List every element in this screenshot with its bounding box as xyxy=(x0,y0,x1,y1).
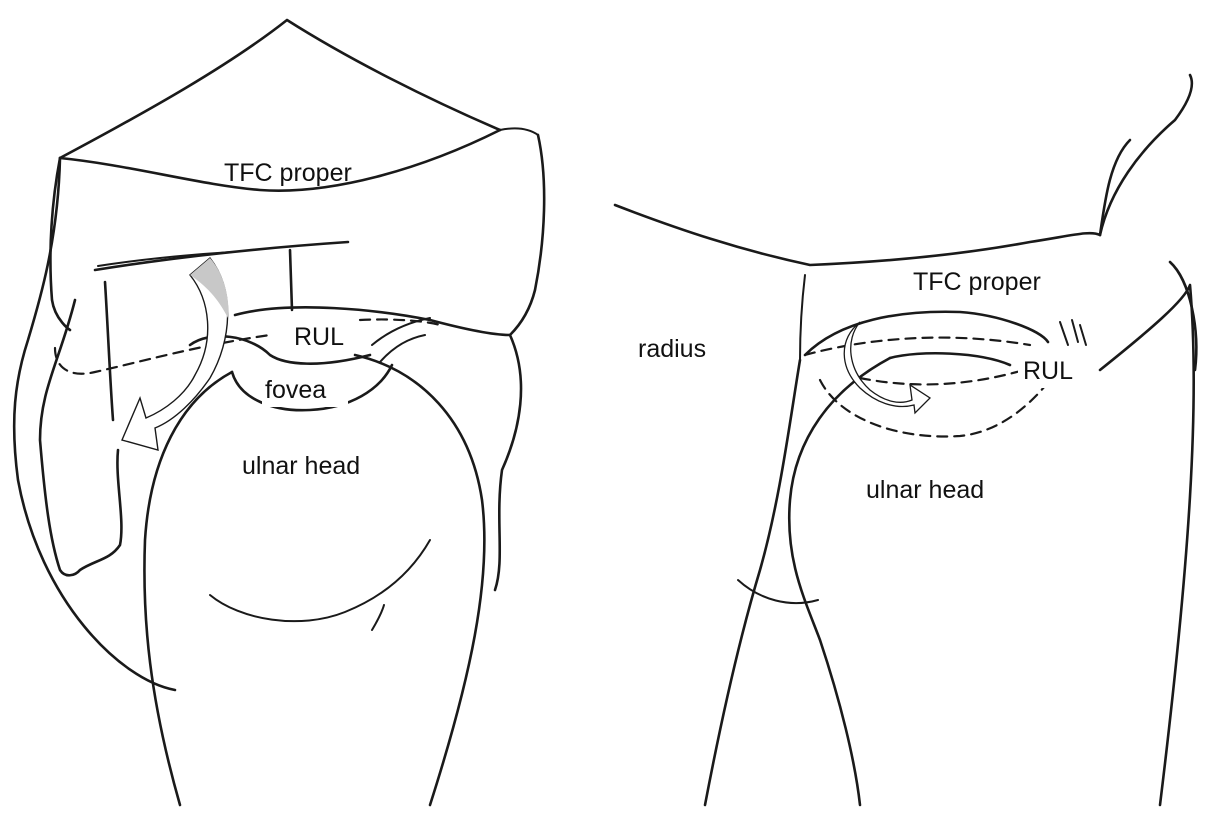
tfc-box-right xyxy=(510,135,544,335)
radius-top-outline xyxy=(615,205,1100,265)
radius-outer-contour xyxy=(705,360,800,805)
upper-right-contour xyxy=(1100,75,1192,235)
label-rul-left: RUL xyxy=(294,323,344,351)
left-panel: TFC proper RUL fovea ulnar head xyxy=(14,20,544,805)
label-ulnar-head-left: ulnar head xyxy=(242,452,360,480)
ulnar-head-right xyxy=(355,355,484,805)
ulnar-head-mark xyxy=(372,605,384,630)
label-fovea: fovea xyxy=(265,376,326,404)
rul-tick-marks xyxy=(1060,320,1086,345)
rul-lower-curve xyxy=(890,353,1010,365)
right-panel: TFC proper radius RUL ulnar head xyxy=(615,75,1196,805)
ulnar-head-right-contour xyxy=(1100,285,1194,805)
dashed-boundary-left xyxy=(55,335,270,374)
rul-strokes xyxy=(372,318,430,362)
ulnar-dashed-lower xyxy=(820,380,1050,437)
label-ulnar-head-right: ulnar head xyxy=(866,476,984,504)
inner-left-edge xyxy=(105,282,113,420)
ulnar-head-inner-curve xyxy=(210,540,430,621)
tfc-box-bottom xyxy=(235,307,510,335)
right-outer-edge xyxy=(495,335,521,590)
rul-dashed-inner xyxy=(805,338,1030,355)
tfc-box-left xyxy=(50,158,70,330)
curved-arrow-icon-right xyxy=(844,322,930,413)
label-tfc-proper-left: TFC proper xyxy=(224,159,352,187)
inner-divider xyxy=(290,250,292,310)
label-tfc-proper-right: TFC proper xyxy=(913,268,1041,296)
radius-left-edge xyxy=(800,275,805,360)
ulnar-head-outline xyxy=(144,372,232,805)
tfc-roof-outline xyxy=(60,20,500,158)
tfc-top-edge-right xyxy=(500,128,538,135)
rul-upper-curve xyxy=(805,312,1048,355)
rul-dashed-lower xyxy=(860,365,1040,384)
label-radius: radius xyxy=(638,335,706,363)
label-rul-right: RUL xyxy=(1023,357,1073,385)
inner-top-line xyxy=(95,242,348,270)
